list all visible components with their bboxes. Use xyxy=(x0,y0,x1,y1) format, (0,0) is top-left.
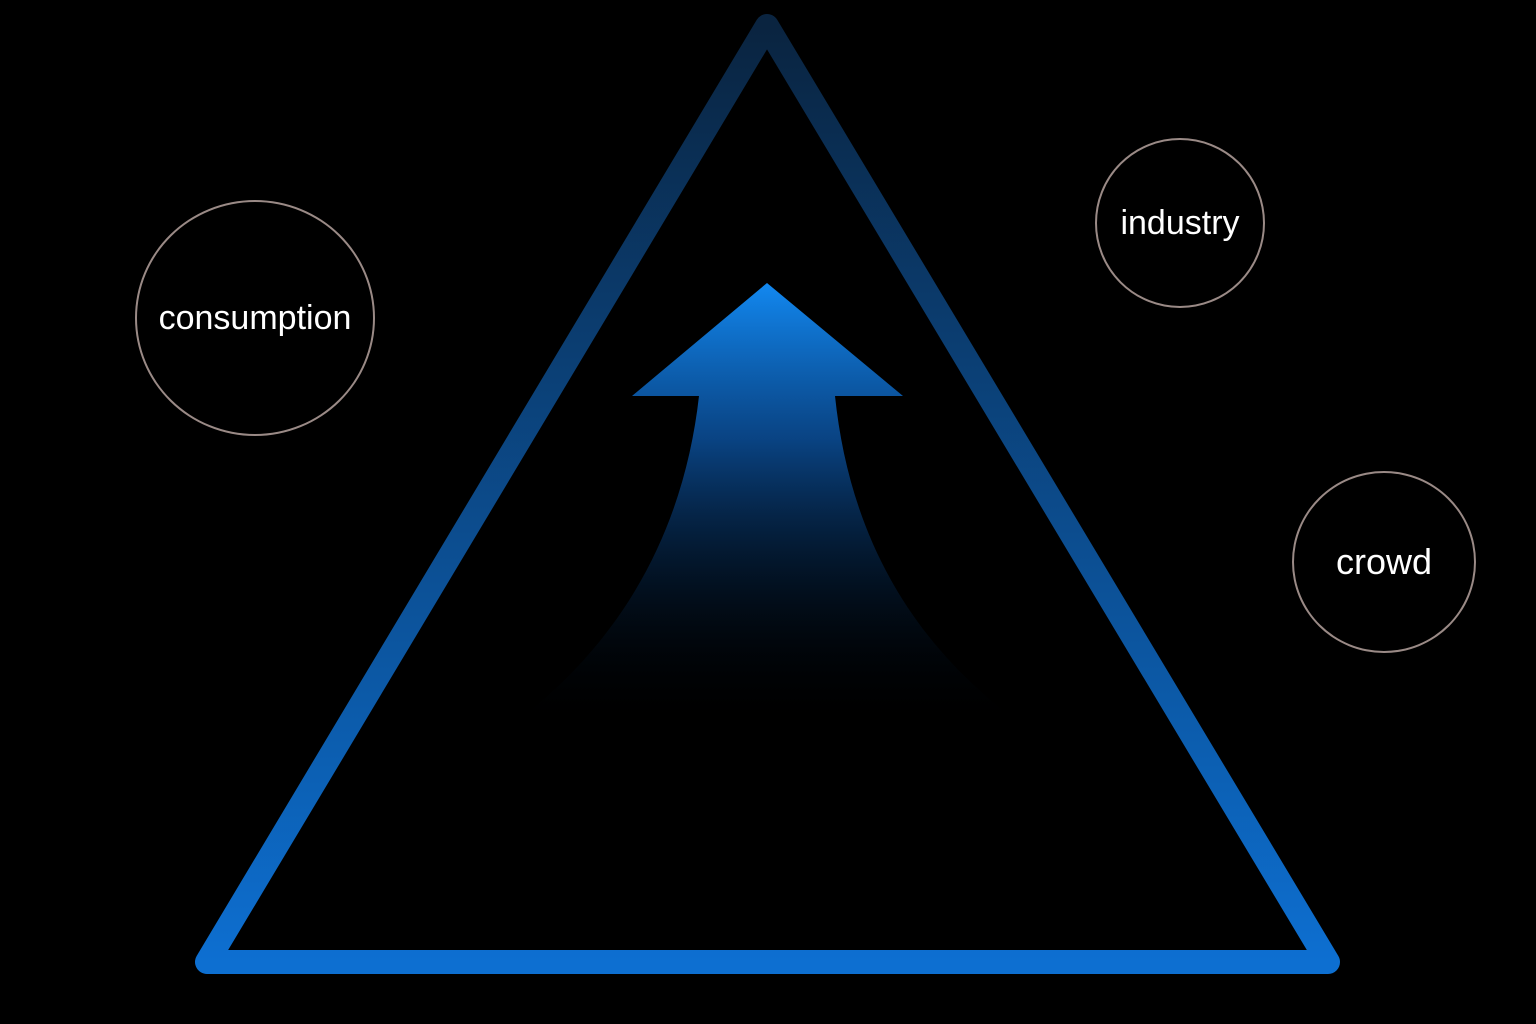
node-label: industry xyxy=(1120,203,1240,242)
node-label: crowd xyxy=(1335,541,1433,582)
node-crowd: crowd xyxy=(1292,471,1476,653)
node-label: consumption xyxy=(158,298,352,337)
pyramid-triangle xyxy=(195,14,1340,974)
growth-arrow xyxy=(505,283,1030,730)
node-industry: industry xyxy=(1095,138,1265,308)
node-consumption: consumption xyxy=(135,200,375,436)
